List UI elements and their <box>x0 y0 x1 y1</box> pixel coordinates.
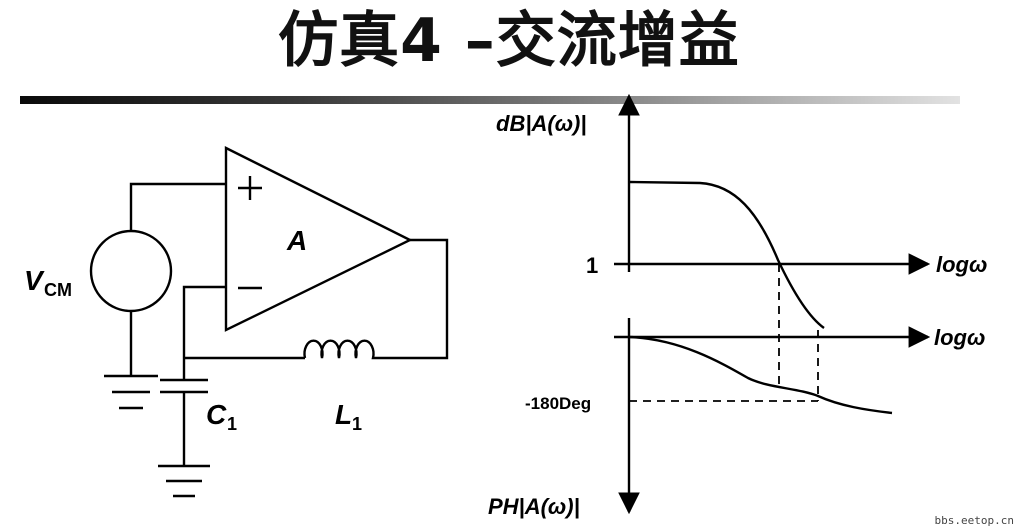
opamp-triangle <box>224 146 413 332</box>
phase-x-label: logω <box>934 325 985 350</box>
output-wire <box>380 238 449 360</box>
watermark: bbs.eetop.cn <box>934 514 1014 527</box>
title-divider <box>20 96 960 104</box>
bode-plot <box>614 93 931 515</box>
capacitor-label: C <box>206 399 227 430</box>
phase-axis-label: PH|A(ω)| <box>488 494 580 519</box>
magnitude-axis-label: dB|A(ω)| <box>496 111 587 136</box>
unity-gain-label: 1 <box>586 253 598 278</box>
inverting-input-wire <box>182 285 226 380</box>
opamp-label: A <box>286 225 307 256</box>
dashed-guides <box>629 264 819 402</box>
inductor-subscript: 1 <box>352 414 362 434</box>
source-subscript: CM <box>44 280 72 300</box>
circuit-schematic <box>89 146 449 498</box>
noninverting-input-wire <box>129 182 226 230</box>
inductor-label: L <box>335 399 352 430</box>
source-label: V <box>24 265 45 296</box>
inductor-coil <box>303 339 380 360</box>
phase-reference-label: -180Deg <box>525 394 591 413</box>
vcm-source-circle <box>89 229 173 313</box>
slide-title: 仿真4 –交流增益 <box>278 6 740 76</box>
magnitude-x-label: logω <box>936 252 987 277</box>
ground-icon <box>104 374 158 410</box>
ground-icon <box>158 464 210 498</box>
capacitor-subscript: 1 <box>227 414 237 434</box>
magnitude-curve <box>628 180 825 329</box>
phase-curve <box>628 335 893 415</box>
